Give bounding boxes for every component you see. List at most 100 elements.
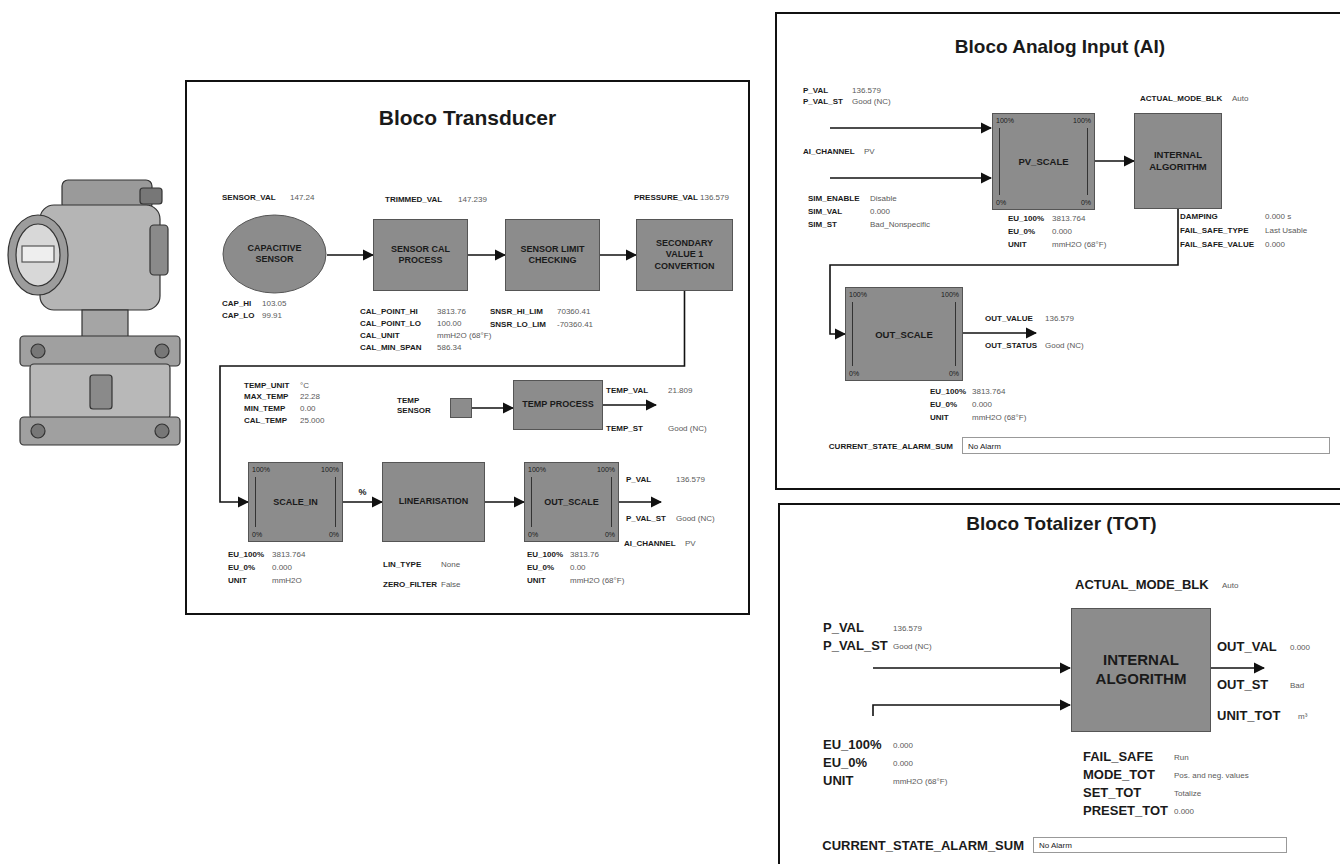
parameter-name: FAIL_SAFE_VALUE (1180, 240, 1254, 250)
parameter-value: 100.00 (437, 319, 461, 329)
parameter-value: Bad_Nonspecific (870, 220, 930, 230)
box-label: INTERNAL ALGORITHM (1080, 651, 1202, 689)
parameter-value: mmH2O (68°F) (893, 777, 947, 787)
parameter-value: 3813.764 (972, 387, 1005, 397)
parameter-name: PRESET_TOT (1083, 803, 1168, 819)
parameter-name: OUT_VALUE (985, 314, 1033, 324)
box-label: 100% (941, 291, 959, 298)
parameter-value: mmH2O (68°F) (437, 331, 491, 341)
parameter-name: TEMP_ST (606, 424, 643, 434)
parameter-name: P_VAL_ST (823, 638, 888, 654)
box-label: 0% (1081, 199, 1091, 206)
parameter-value: 136.579 (893, 624, 922, 634)
block-title: Bloco Analog Input (AI) (777, 36, 1340, 58)
input-arrow (830, 127, 991, 129)
box-label: SCALE_IN (273, 497, 318, 507)
parameter-value: 0.000 (1174, 807, 1194, 817)
scale-bar (999, 128, 1000, 195)
parameter-name: SNSR_LO_LIM (490, 320, 546, 330)
parameter-value: -70360.41 (557, 320, 593, 330)
parameter-value: °C (300, 381, 309, 391)
scale-bar (611, 477, 612, 527)
flow-connector (327, 254, 373, 256)
block-panel: Bloco TransducerCAPACITIVE SENSOR SENSOR … (185, 80, 750, 615)
parameter-value: 136.579 (1045, 314, 1074, 324)
scale-bar (255, 477, 256, 527)
parameter-name: ACTUAL_MODE_BLK (1075, 577, 1209, 593)
process-box: INTERNAL ALGORITHM (1134, 113, 1222, 209)
parameter-name: UNIT (823, 773, 853, 789)
parameter-value: 3813.764 (1052, 214, 1085, 224)
box-label: 100% (528, 466, 546, 473)
input-arrow (873, 667, 1070, 669)
parameter-name: EU_0% (228, 563, 255, 573)
block-panel: Bloco Analog Input (AI)100%100%PV_SCALE0… (775, 12, 1340, 490)
parameter-name: CAL_MIN_SPAN (360, 343, 422, 353)
flow-connector (485, 501, 524, 503)
parameter-value: 0.00 (300, 404, 316, 414)
parameter-name: EU_100% (527, 550, 563, 560)
box-label: TEMP PROCESS (522, 399, 593, 410)
parameter-value: mmH2O (68°F) (1052, 240, 1106, 250)
parameter-name: P_VAL_ST (803, 97, 843, 107)
input-arrow (873, 705, 1070, 716)
parameter-name: EU_0% (1008, 227, 1035, 237)
scale-box: 100%100%PV_SCALE0%0% (992, 113, 1095, 210)
parameter-name: TEMP_VAL (606, 386, 648, 396)
flow-connector (600, 254, 636, 256)
process-box: INTERNAL ALGORITHM (1071, 608, 1211, 732)
parameter-name: MAX_TEMP (244, 392, 288, 402)
field-text: CURRENT_STATE_ALARM_SUM (822, 838, 1024, 853)
parameter-value: Good (NC) (893, 642, 932, 652)
parameter-name: OUT_VAL (1217, 639, 1277, 655)
parameter-name: SENSOR_VAL (222, 193, 276, 203)
scale-box: 100%100%OUT_SCALE0%0% (845, 287, 963, 381)
parameter-value: 25.000 (300, 416, 324, 426)
parameter-name: ZERO_FILTER (383, 580, 437, 590)
scale-bar (955, 302, 956, 366)
box-label: 0% (996, 199, 1006, 206)
parameter-value: 0.000 (870, 207, 890, 217)
parameter-name: P_VAL_ST (626, 514, 666, 524)
box-label: TEMP SENSOR (397, 396, 445, 415)
parameter-name: P_VAL (626, 475, 651, 485)
box-label: 0% (329, 531, 339, 538)
parameter-value: 0.000 (1052, 227, 1072, 237)
parameter-value: m³ (1298, 712, 1307, 722)
parameter-value: 103.05 (262, 299, 286, 309)
parameter-value: Run (1174, 753, 1189, 763)
parameter-name: EU_0% (527, 563, 554, 573)
box-label: 0% (605, 531, 615, 538)
parameter-name: CAL_POINT_LO (360, 319, 421, 329)
flow-connector (472, 407, 513, 409)
process-box: TEMP PROCESS (513, 380, 603, 430)
sensor-ellipse: CAPACITIVE SENSOR (222, 214, 327, 294)
parameter-name: UNIT (228, 576, 247, 586)
parameter-value: PV (685, 539, 696, 549)
parameter-name: CAL_UNIT (360, 331, 400, 341)
flow-connector (468, 254, 505, 256)
sensor-box: TEMP SENSOR (450, 398, 472, 418)
input-arrow (830, 177, 991, 179)
parameter-value: False (441, 580, 461, 590)
block-title: Bloco Totalizer (TOT) (780, 513, 1340, 535)
parameter-name: P_VAL (803, 86, 828, 96)
block-title: Bloco Transducer (187, 106, 748, 130)
parameter-name: EU_100% (823, 737, 882, 753)
process-box: SENSOR CAL PROCESS (373, 219, 468, 291)
box-label: OUT_SCALE (544, 497, 599, 507)
parameter-value: 3813.76 (437, 307, 466, 317)
parameter-name: AI_CHANNEL (803, 147, 855, 157)
parameter-value: Totalize (1174, 789, 1201, 799)
alarm-field: CURRENT_STATE_ALARM_SUMNo Alarm (1033, 837, 1287, 853)
parameter-name: CAL_POINT_HI (360, 307, 418, 317)
field-text: No Alarm (968, 441, 1001, 450)
box-label: SENSOR LIMIT CHECKING (514, 244, 591, 267)
parameter-value: Bad (1290, 681, 1304, 691)
field-text: No Alarm (1039, 841, 1072, 850)
output-arrow (963, 332, 1036, 334)
parameter-name: EU_100% (930, 387, 966, 397)
parameter-name: UNIT (527, 576, 546, 586)
parameter-name: CAP_HI (222, 299, 251, 309)
output-arrow (1211, 667, 1264, 669)
